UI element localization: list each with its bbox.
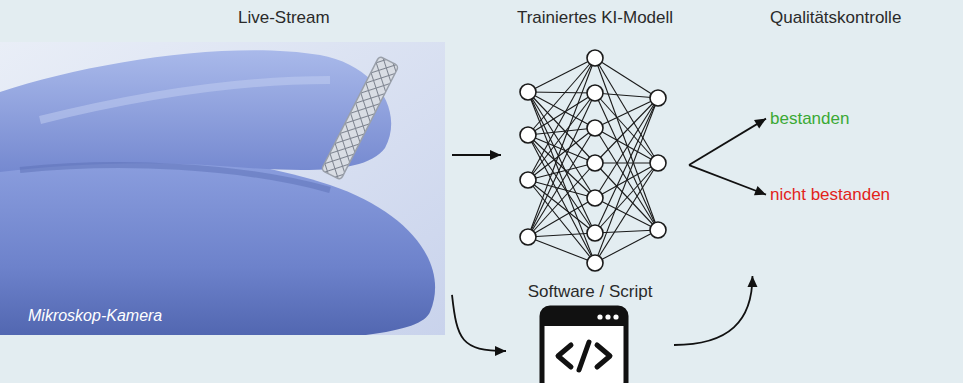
network-link [528,233,595,237]
stream-heading: Live-Stream [238,7,330,28]
connector-line [674,276,752,345]
arrowhead [754,119,766,129]
result-fail: nicht bestanden [766,182,894,207]
network-link [528,58,595,135]
network-link [528,128,595,237]
script-box: Software / Script [506,279,674,379]
network-link [595,163,658,263]
network-link [528,128,595,135]
network-link [528,93,595,180]
network-link [595,98,658,198]
network-neuron [587,120,603,136]
arrowhead [490,150,501,160]
network-link [528,92,595,128]
ai-model-box: Trainiertes KI-Modell [501,0,689,272]
network-neuron [587,85,603,101]
network-link [528,163,595,237]
result-pass: bestanden [766,106,853,131]
fail-label: nicht bestanden [770,184,890,205]
network-link [595,58,658,230]
network-link [595,93,658,230]
network-link [528,93,595,237]
network-link [595,230,658,263]
network-link [528,180,595,233]
network-neuron [587,225,603,241]
network-link [595,230,658,233]
network-link [595,98,658,163]
network-link [528,92,595,263]
script-heading: Software / Script [506,281,674,302]
camera-stream-box: Live-StreamMikroskop-Kamera [0,0,452,335]
network-link [595,162,658,163]
network-link [595,58,658,98]
network-link [595,128,658,163]
connector-line [452,295,506,351]
network-link [528,92,595,93]
network-neuron [650,222,666,238]
network-neuron [520,229,536,245]
quality-control-group: Qualitätskontrolle bestanden nicht bestand… [745,4,958,276]
flow-arrow [674,276,757,345]
network-link [528,92,595,163]
network-neuron [587,255,603,271]
flow-arrow [689,165,766,195]
pass-label: bestanden [770,108,849,129]
network-link [528,237,595,263]
network-link [528,58,595,92]
network-neuron [587,50,603,66]
flow-arrow [452,150,501,160]
network-neuron [520,127,536,143]
network-neuron [587,190,603,206]
connector-line [689,119,766,165]
model-heading: Trainiertes KI-Modell [501,7,689,28]
network-neuron [520,84,536,100]
arrowhead [747,276,757,287]
camera-caption: Mikroskop-Kamera [28,306,162,326]
network-link [595,93,658,163]
arrowhead [495,346,506,356]
flow-arrow [689,119,766,165]
connector-line [689,165,766,195]
network-neuron [587,155,603,171]
arrowhead [754,186,766,195]
flow-arrow [452,295,506,356]
network-neuron [520,172,536,188]
quality-heading: Qualitätskontrolle [770,7,901,28]
network-link [528,58,595,237]
network-neuron [650,90,666,106]
network-link [595,98,658,263]
network-link [595,163,658,233]
network-link [528,58,595,180]
network-link [528,128,595,180]
network-link [528,135,595,233]
network-link [528,198,595,237]
network-link [595,93,658,98]
network-neuron [650,155,666,171]
